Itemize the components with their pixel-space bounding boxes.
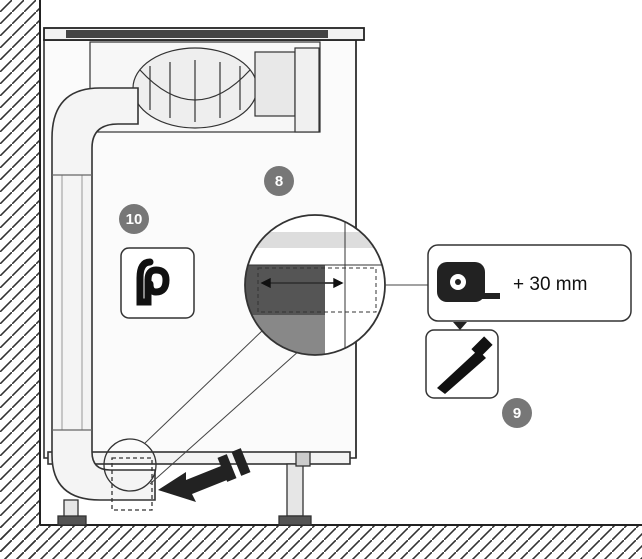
measurement-panel: + 30 mm bbox=[427, 244, 632, 322]
svg-text:9: 9 bbox=[513, 405, 521, 422]
cabinet-feet bbox=[57, 451, 312, 526]
step-badge-10: 10 bbox=[119, 204, 149, 234]
insert-direction-arrow-icon bbox=[158, 448, 251, 502]
magnified-detail bbox=[244, 214, 386, 356]
measurement-value: + 30 mm bbox=[513, 274, 587, 295]
wall bbox=[0, 0, 41, 559]
detail-connector-lines bbox=[144, 329, 301, 485]
detail-circle-small bbox=[103, 438, 157, 492]
floor bbox=[0, 524, 642, 559]
dimension-line bbox=[260, 277, 344, 289]
extractor-fan-unit bbox=[89, 41, 321, 133]
tape-measure-icon bbox=[437, 262, 500, 302]
svg-text:10: 10 bbox=[126, 211, 143, 228]
hand-saw-icon bbox=[425, 329, 499, 399]
panel-pointer bbox=[453, 322, 467, 330]
adhesive-tape-icon bbox=[120, 247, 195, 319]
svg-text:8: 8 bbox=[275, 173, 283, 190]
worktop-hob bbox=[43, 27, 365, 41]
step-badge-9: 9 bbox=[502, 398, 532, 428]
step-badge-8: 8 bbox=[264, 166, 294, 196]
air-duct bbox=[51, 87, 156, 501]
